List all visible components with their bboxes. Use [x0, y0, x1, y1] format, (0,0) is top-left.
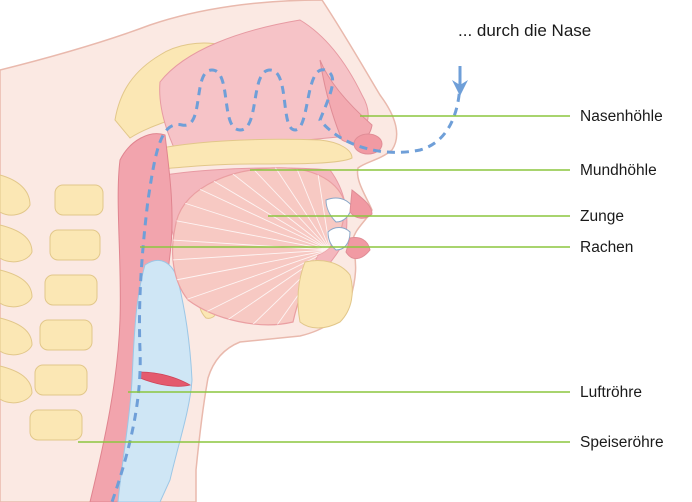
label-zunge: Zunge — [580, 208, 624, 225]
lower-lip — [346, 238, 370, 259]
label-rachen: Rachen — [580, 239, 633, 256]
label-nasenhoehle: Nasenhöhle — [580, 108, 663, 125]
mandible — [298, 261, 352, 328]
label-luftroehre: Luftröhre — [580, 384, 642, 401]
label-speiseroehre: Speiseröhre — [580, 434, 664, 451]
label-mundhoehle: Mundhöhle — [580, 162, 657, 179]
caption-text: ... durch die Nase — [458, 21, 591, 40]
